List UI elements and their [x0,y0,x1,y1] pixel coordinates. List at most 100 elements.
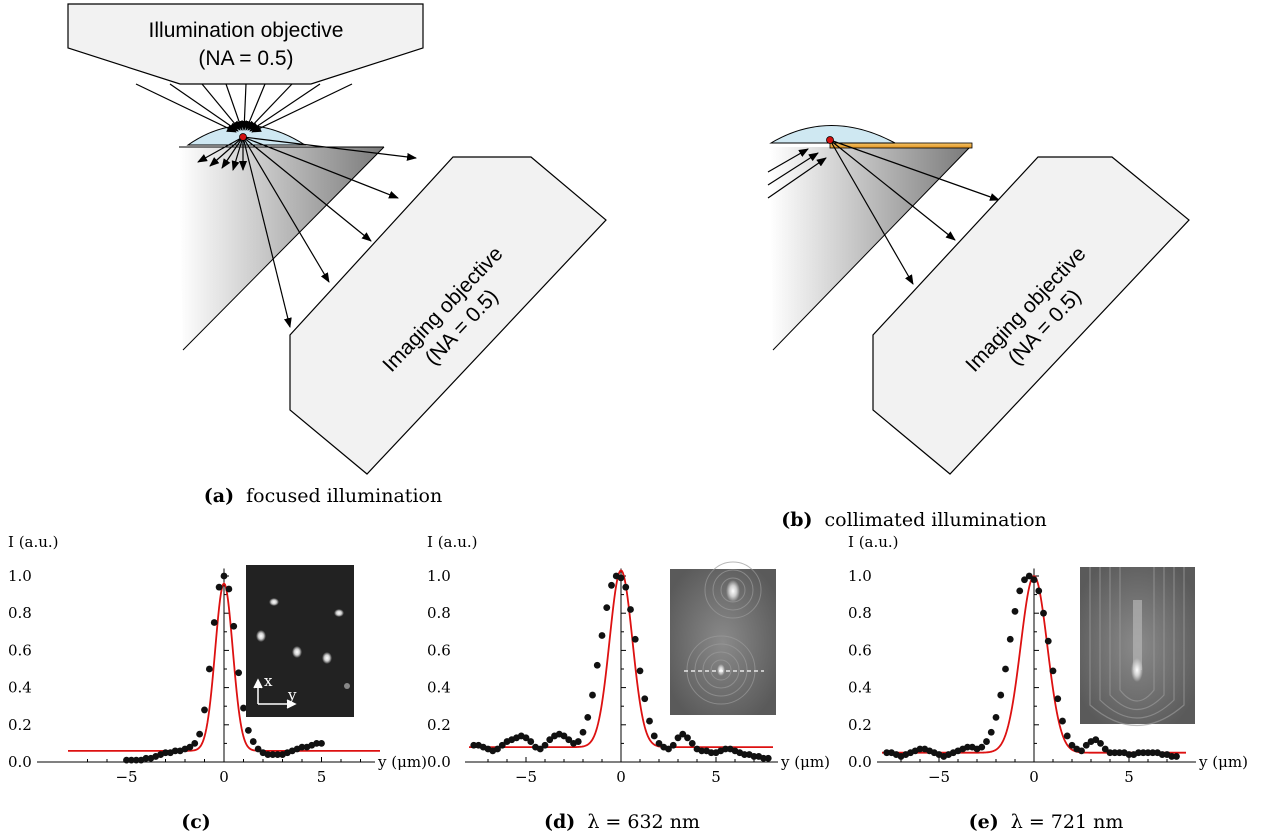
y-tick-label: 0.2 [427,716,451,734]
data-point [1144,749,1152,757]
data-point [997,691,1005,699]
data-point [1068,741,1076,749]
x-tick-label: 5 [317,768,327,786]
x-tick-label: 0 [616,768,626,786]
x-tick-label: 0 [1029,768,1039,786]
data-point [541,741,549,749]
droplet-lens-b [769,125,896,144]
x-tick-label: −5 [928,768,950,786]
data-point [650,732,658,740]
data-point [318,740,325,747]
data-point [1092,736,1100,744]
data-point [679,730,687,738]
data-point [760,754,767,762]
data-point [240,704,247,712]
data-point [1016,587,1024,595]
data-point [565,736,573,744]
y-tick-label: 0.0 [427,753,451,771]
collimated-rays [767,148,827,199]
caption-d-text: λ = 632 nm [587,811,700,833]
data-point [1040,609,1047,617]
emission-rays [197,136,417,328]
data-point [498,741,506,749]
data-point [584,713,592,721]
data-point [230,622,238,630]
data-point [1025,572,1033,580]
data-point [688,740,696,747]
data-point [249,738,257,745]
data-point [627,606,634,613]
y-tick-label: 0.2 [848,716,872,734]
fit-curve [68,582,380,752]
data-point [298,743,306,751]
y-axis-label: I (a.u.) [427,533,478,551]
caption-a-text: focused illumination [246,485,442,507]
gold-film [829,142,973,149]
illumination-rays [135,83,353,133]
data-point [522,734,530,742]
data-point [244,726,252,734]
data-point [1097,740,1104,747]
data-point [1139,749,1147,757]
data-point [641,695,649,703]
data-point [274,751,282,758]
data-point [750,753,758,760]
data-point [1168,753,1176,760]
data-point [978,743,986,751]
inset-axis-x-label: x [264,672,273,690]
data-point [201,706,208,714]
inset-image-d [670,561,776,715]
data-point [1111,749,1119,757]
data-point [546,736,554,744]
data-point [1135,749,1142,757]
x-tick-label: 5 [711,768,721,786]
data-point [1173,753,1180,760]
data-point [215,583,223,591]
y-tick-label: 1.0 [848,567,872,585]
data-point [1101,745,1109,753]
data-point [186,743,194,751]
y-tick-label: 0.8 [8,604,32,622]
data-point [669,741,677,749]
data-point [1054,695,1062,703]
data-point [622,583,630,591]
caption-b-text: collimated illumination [825,509,1047,531]
data-point [210,619,218,626]
data-point [1035,587,1043,595]
caption-c-letter: (c) [181,811,211,833]
data-point [1125,751,1133,758]
data-point [707,749,715,757]
illumination-objective [67,3,424,85]
inset-image-c: x y [246,565,354,717]
data-point [698,747,706,755]
data-point [674,734,682,742]
caption-a-letter: (a) [204,485,234,507]
data-point [123,756,130,764]
data-point [1149,749,1157,757]
data-point [254,745,262,753]
data-point [313,740,321,747]
y-axis-label: I (a.u.) [848,533,899,551]
inset-image-e [1080,567,1195,726]
caption-d: (d) λ = 632 nm [544,811,700,833]
data-point [527,738,535,745]
caption-c: (c) [181,811,211,833]
data-point [264,751,272,758]
panel-a-diagram: Illumination objective (NA = 0.5) [67,3,607,475]
y-tick-label: 0.0 [848,753,872,771]
data-point [964,743,971,751]
data-point [1158,751,1166,758]
x-axis-label: y (μm) [377,753,427,771]
data-point [1011,607,1019,615]
caption-e-letter: (e) [969,811,999,833]
x-tick-label: −5 [515,768,537,786]
y-axis-label: I (a.u.) [8,533,59,551]
x-axis-label: y (μm) [780,753,830,771]
data-point [1049,667,1057,675]
data-point [589,691,596,699]
data-point [631,635,639,643]
caption-a: (a) focused illumination [204,485,442,507]
data-point [560,732,568,740]
